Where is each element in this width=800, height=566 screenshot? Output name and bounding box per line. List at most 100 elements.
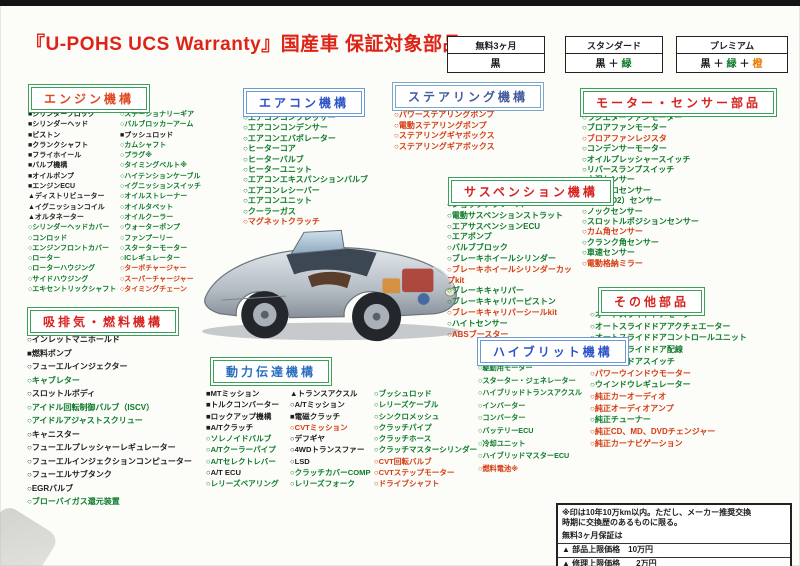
part-item: ○エアコンコンデンサー — [243, 123, 328, 133]
part-item: ■ロックアップ機構 — [206, 411, 272, 421]
part-item: ○エアコンレシーバー — [243, 185, 320, 195]
part-item: ○ヒーターコア — [243, 144, 296, 154]
part-item: ○インレットマニホールド — [27, 335, 120, 344]
legend-color-token: 緑 — [621, 59, 633, 70]
part-item: ■ピストン — [28, 131, 61, 139]
notes-box: ※印は10年10万km以内。ただし、メーカー推奨交換 時期に交換歴のあるものに限… — [556, 503, 792, 566]
part-item: ○ハイブリッドマスターECU — [478, 451, 570, 461]
section-header-engine: エンジン機構 — [28, 84, 151, 113]
part-item: ○キャブレター — [27, 375, 80, 385]
legend-color-token: 黒 — [700, 59, 712, 70]
part-item: ○ハイトセンサー — [447, 318, 508, 328]
part-item: ▲トランスアクスル — [290, 389, 358, 398]
part-item: ○ローター — [28, 255, 61, 263]
part-item: ○ICレギュレーター — [120, 255, 181, 263]
part-item: ○ブロアファンレジスタ — [582, 133, 667, 143]
part-item: ○ブレーキキャリパー — [447, 286, 524, 296]
powertrain-parts-column-2: ▲トランスアクスル○A/Tミッション■電磁クラッチ○CVTミッション○デフギヤ○… — [290, 388, 371, 490]
part-item: ○バルブブロック — [447, 243, 508, 253]
legend-plan-name: プレミアム — [677, 37, 787, 54]
part-item: ○タイミングベルト※ — [120, 162, 188, 170]
part-item: ○4WDトランスファー — [290, 445, 365, 455]
part-item: ○インバーター — [478, 400, 526, 410]
part-item: ○クーラーガス — [243, 206, 296, 216]
section-header-motor-sensor: モーター・センサー部品 — [580, 88, 778, 117]
part-item: ○ドライブシャフト — [374, 479, 440, 489]
part-item: ○バッテリーECU — [478, 425, 534, 435]
part-item: ○燃料電池※ — [478, 463, 519, 473]
car-cutaway-image — [192, 198, 467, 350]
part-item: ○エンジンフロントカバー — [28, 244, 110, 252]
part-item: ○カムシャフト — [120, 141, 167, 149]
part-item: ■クランクシャフト — [28, 141, 89, 149]
notes-parts-price-cap: ▲ 部品上限価格 10万円 — [558, 543, 790, 557]
part-item: ○純正CD、MD、DVDチェンジャー — [590, 427, 716, 437]
legend-color-token: 黒 — [595, 59, 607, 70]
part-item: ○バルブロッカーアーム — [120, 121, 194, 129]
part-item: ■シリンダーブロック — [28, 111, 95, 118]
part-item: ○サイドハウジング — [28, 275, 89, 283]
part-item: ○シンクロメッシュ — [374, 411, 440, 421]
part-item: ○パワーステアリングポンプ — [394, 110, 495, 119]
part-item: ○ハイブリッドトランスアクスル — [478, 388, 583, 398]
part-item: ○スライドドアスイッチ — [590, 356, 675, 366]
part-item: ○エアサスペンションECU — [447, 221, 541, 231]
part-item: ○純正チューナー — [590, 415, 651, 425]
part-item: ■電磁クラッチ — [290, 411, 341, 421]
part-item: ○ブレーキキャリパーピストン — [447, 297, 556, 307]
part-item: ○クランク角センサー — [582, 237, 659, 247]
legend-box-premium: プレミアム 黒＋緑＋橙 — [676, 36, 788, 73]
part-item: ○オイルタペット — [120, 203, 174, 211]
notes-free-plan-label: 無料3ヶ月保証は — [562, 531, 623, 540]
part-item: ○フューエルサブタンク — [27, 470, 112, 479]
part-item: ○駆動用モーター — [478, 363, 533, 372]
part-item: ○CVTステップモーター — [374, 468, 455, 478]
powertrain-parts-column-3: ○ブッシュロッド○レリーズケーブル○シンクロメッシュ○クラッチパイプ○クラッチホ… — [374, 388, 477, 490]
part-item: ○ブッシュロッド — [374, 389, 432, 398]
part-item: ○マグネットクラッチ — [243, 217, 320, 227]
part-item: ○フューエルインジェクションコンピューター — [27, 456, 192, 466]
part-item: ○LSD — [290, 456, 310, 466]
part-item: ○クラッチカバーCOMP — [290, 468, 371, 478]
powertrain-parts-column-1: ■MTミッション■トルクコンバーター■ロックアップ機構■A/Tクラッチ○ソレノイ… — [206, 388, 279, 490]
part-item: ○電動格納ミラー — [582, 258, 643, 268]
part-item: ○純正オーディオアンプ — [590, 403, 674, 413]
part-item: ○A/T ECU — [206, 468, 241, 478]
legend-color-token: 緑 — [726, 59, 738, 70]
part-item: ○オイルクーラー — [120, 213, 174, 221]
part-item: ○純正カーナビゲーション — [590, 438, 683, 448]
part-item: ○ブローバイガス還元装置 — [27, 497, 120, 506]
scan-artifact-top-edge — [0, 0, 800, 6]
part-item: ○A/Tクーラーパイプ — [206, 445, 276, 455]
legend-color-token: ＋ — [713, 59, 725, 70]
part-item: ○ハイテンションケーブル — [120, 172, 201, 180]
hybrid-parts-list: ○駆動用モーター ○スターター・ジェネレーター ○ハイブリッドトランスアクスル ○イン… — [478, 362, 582, 475]
part-item: ○EGRバルブ — [27, 483, 74, 493]
part-item: ○CVTミッション — [290, 422, 348, 432]
legend-color-codes: 黒 — [448, 54, 544, 72]
part-item: ○ヒーターユニット — [243, 165, 312, 175]
legend-color-codes: 黒＋緑＋橙 — [677, 54, 787, 72]
part-item: ○ノックセンサー — [582, 206, 643, 216]
part-item: ○ブロアファンモーター — [582, 123, 667, 133]
part-item: ■フライホイール — [28, 152, 82, 160]
aircon-parts-list: ○エアコンコンプレッサー○エアコンコンデンサー○エアコンエバポレーター○ヒーター… — [243, 113, 368, 227]
part-item: ○スターター・ジェネレーター — [478, 375, 576, 385]
part-item: ○ウォーターポンプ — [120, 224, 181, 232]
part-item: ○レリーズケーブル — [374, 400, 439, 410]
part-item: ▲イグニッションコイル — [28, 203, 105, 211]
part-item: ○タイミングチェーン — [120, 286, 187, 294]
scan-artifact-corner-shadow — [0, 503, 60, 566]
legend-color-token: 黒 — [490, 59, 502, 70]
part-item: ○アイドルアジャストスクリュー — [27, 416, 143, 425]
page-title: 『U-POHS UCS Warranty』国産車 保証対象部品 — [26, 34, 462, 55]
part-item: ○ブレーキホイールシリンダーカップkit — [447, 264, 572, 285]
part-item: ○クラッチマスターシリンダー — [374, 445, 478, 455]
notes-repair-price-cap: ▲ 修理上限価格 2万円 — [558, 557, 790, 566]
part-item: ○エアポンプ — [447, 232, 492, 242]
car-cutaway-svg — [202, 229, 461, 342]
part-item: ○オイルストレーナー — [120, 193, 188, 201]
notes-condition-text: ※印は10年10万km以内。ただし、メーカー推奨交換 時期に交換歴のあるものに限… — [558, 505, 790, 530]
part-item: ○ターボチャージャー — [120, 265, 187, 273]
